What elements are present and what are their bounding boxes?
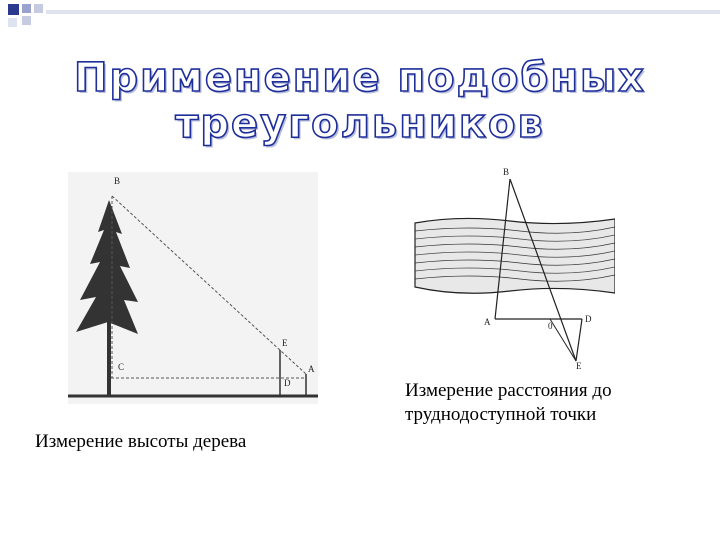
river-point-b-label: B	[503, 167, 509, 177]
point-c-label: C	[118, 362, 124, 372]
river-point-d-label: D	[585, 314, 592, 324]
tree-height-figure: B E C D A	[68, 172, 318, 404]
title-line-1: Применение подобных	[73, 54, 646, 102]
river-point-a-label: A	[484, 317, 491, 327]
tree-icon	[76, 200, 138, 396]
river-band	[414, 217, 615, 294]
river-distance-figure: B A 0 D E	[414, 167, 615, 370]
title-line-2: треугольников	[174, 100, 545, 148]
point-b-label: B	[114, 176, 120, 186]
slide-title: Применение подобных треугольников	[0, 54, 720, 148]
river-point-o-label: 0	[548, 321, 553, 331]
point-e-label: E	[282, 338, 288, 348]
river-point-e-label: E	[576, 361, 582, 370]
river-caption: Измерение расстояния до труднодоступной …	[405, 380, 612, 425]
tree-caption: Измерение высоты дерева	[35, 431, 247, 452]
corner-decoration	[8, 4, 720, 27]
point-d-label: D	[284, 378, 291, 388]
point-a-label: A	[308, 364, 315, 374]
